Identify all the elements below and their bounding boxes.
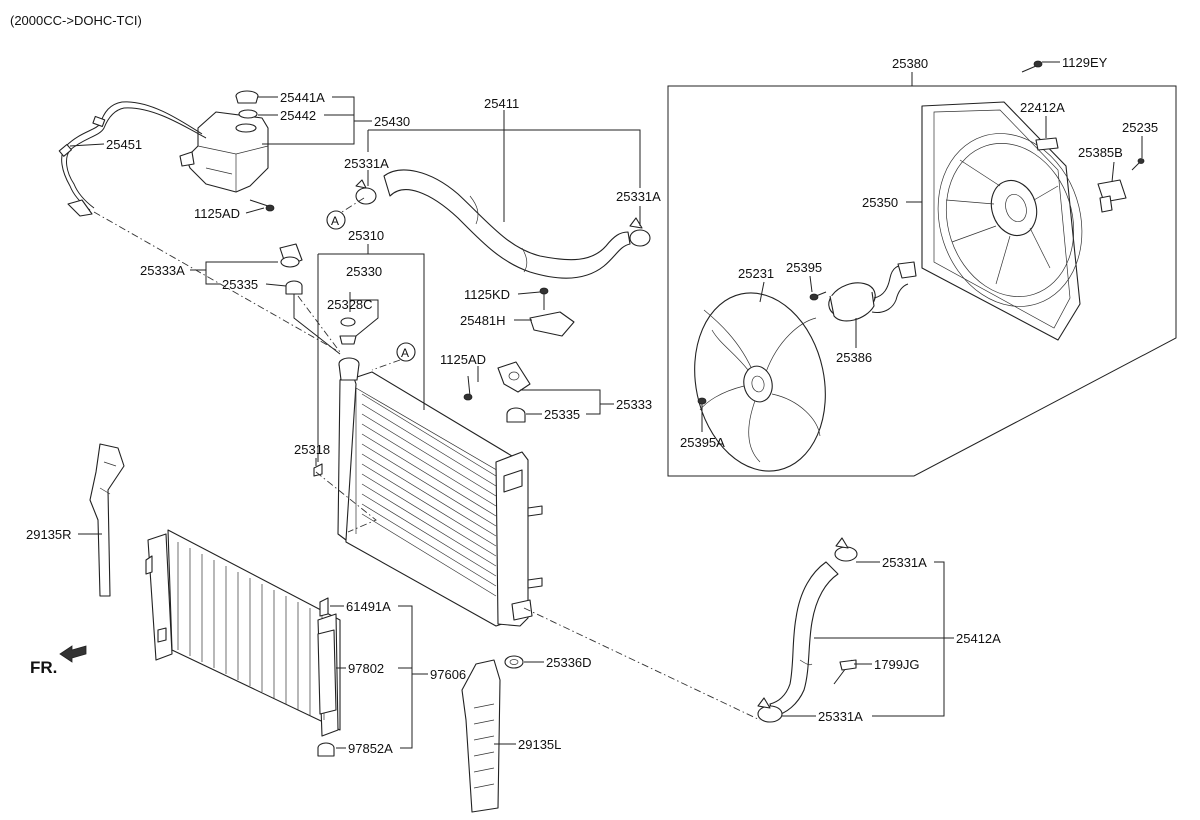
fan-motor-25386 (828, 261, 917, 322)
fan-blade-25231 (694, 292, 826, 472)
label-1129EY: 1129EY (1062, 55, 1108, 70)
label-25441A: 25441A (280, 90, 325, 105)
drain-cock-25336D (504, 655, 524, 669)
label-97802: 97802 (348, 661, 384, 676)
bolt-1125KD (539, 287, 549, 310)
receiver-drier-97802 (317, 629, 337, 715)
label-25331A-lower-top: 25331A (882, 555, 927, 570)
label-25331A-upper-left: 25331A (344, 156, 389, 171)
reservoir-tank (179, 111, 269, 193)
label-25336D: 25336D (546, 655, 592, 670)
label-25411: 25411 (484, 96, 519, 111)
air-guard-29135R (89, 443, 125, 597)
upper-radiator-hose (383, 169, 631, 279)
ref-marker-a-lower: A (396, 342, 416, 362)
lower-radiator-hose (769, 561, 839, 717)
label-25331A-lower-bottom: 25331A (818, 709, 863, 724)
label-25330: 25330 (346, 264, 382, 279)
connector-25385B (1097, 179, 1127, 213)
cap-seal-ring (238, 109, 258, 119)
hose-clamp-upper-left (355, 179, 377, 205)
label-1125KD: 1125KD (464, 287, 510, 302)
part-labels: 25441A 25442 25430 25451 1125AD 25411 25… (26, 55, 1158, 756)
label-1125AD-left: 1125AD (194, 206, 240, 221)
hose-clamp-lower-bottom (757, 697, 783, 723)
label-25318: 25318 (294, 442, 330, 457)
header-title: (2000CC->DOHC-TCI) (10, 13, 142, 28)
label-25380: 25380 (892, 56, 928, 71)
front-direction-indicator: FR. (30, 645, 87, 677)
clip-1799JG (833, 659, 857, 685)
overflow-hose (58, 101, 207, 217)
label-97852A: 97852A (348, 741, 393, 756)
label-97606: 97606 (430, 667, 466, 682)
label-25385B: 25385B (1078, 145, 1123, 160)
fan-assembly-box (667, 85, 1177, 477)
cap-97852A (317, 742, 335, 757)
screw-25395A (697, 397, 707, 412)
cap-gasket-25328C (340, 317, 356, 327)
label-25481H: 25481H (460, 313, 506, 328)
bracket-25481H (529, 311, 575, 337)
label-25328C: 25328C (327, 297, 373, 312)
label-25430: 25430 (374, 114, 410, 129)
bracket-61491A (319, 597, 329, 617)
label-25412A: 25412A (956, 631, 1001, 646)
front-label: FR. (30, 658, 57, 677)
bolt-1125AD-right (463, 375, 473, 401)
label-25395: 25395 (786, 260, 822, 275)
label-25451: 25451 (106, 137, 142, 152)
label-25235: 25235 (1122, 120, 1158, 135)
mount-insulator-upper-left (279, 243, 303, 268)
clip-25235 (1131, 158, 1145, 171)
label-1125AD-right: 1125AD (440, 352, 486, 367)
mount-bushing-upper (285, 280, 303, 295)
label-25310: 25310 (348, 228, 384, 243)
assembly-lines (93, 197, 761, 721)
label-25442: 25442 (280, 108, 316, 123)
fan-motor-25350 (945, 159, 1059, 285)
label-61491A: 61491A (346, 599, 391, 614)
label-25331A-upper-right: 25331A (616, 189, 661, 204)
label-1799JG: 1799JG (874, 657, 920, 672)
svg-text:A: A (401, 346, 409, 360)
radiator-filler-neck (338, 357, 360, 381)
radiator-drain-plug (313, 463, 323, 477)
svg-text:A: A (331, 214, 339, 228)
hose-clamp-upper-right (629, 217, 651, 247)
label-25386: 25386 (836, 350, 872, 365)
front-arrow-icon (59, 645, 87, 663)
hose-clamp-lower-top (834, 537, 858, 562)
label-25335-left: 25335 (222, 277, 258, 292)
screw-25395 (809, 291, 827, 301)
reservoir-cap (235, 90, 259, 104)
condenser-97606 (145, 529, 341, 737)
label-25335-right: 25335 (544, 407, 580, 422)
mount-bushing-lower (506, 407, 526, 423)
label-22412A: 22412A (1020, 100, 1065, 115)
label-29135R: 29135R (26, 527, 72, 542)
label-25395A: 25395A (680, 435, 725, 450)
air-guard-29135L (461, 659, 501, 813)
radiator-core (337, 371, 543, 627)
filler-cap-25330 (339, 335, 357, 345)
mount-bracket-upper-right (497, 361, 531, 393)
bolt-1129EY (1021, 60, 1043, 73)
label-25231: 25231 (738, 266, 774, 281)
label-29135L: 29135L (518, 737, 561, 752)
label-tag-22412A (1035, 137, 1059, 151)
label-25333: 25333 (616, 397, 652, 412)
ref-marker-a-upper: A (326, 210, 346, 230)
label-25333A: 25333A (140, 263, 185, 278)
reservoir-bolt (249, 199, 275, 212)
label-25350: 25350 (862, 195, 898, 210)
leader-lines (69, 61, 1143, 749)
